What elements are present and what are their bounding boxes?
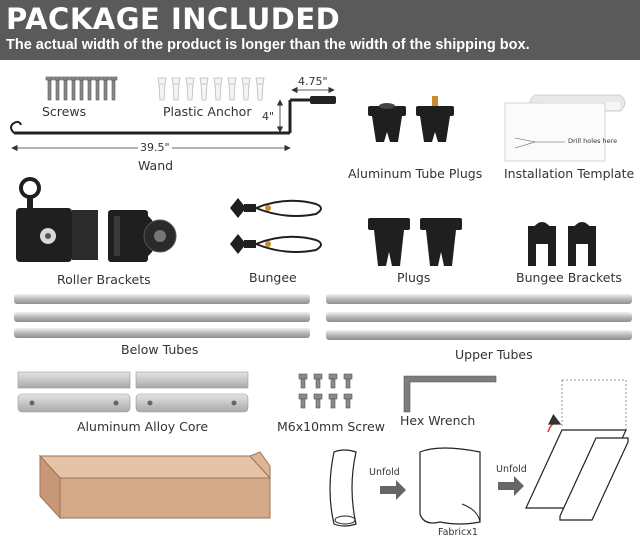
- fabric-roll-illustration: [329, 449, 357, 527]
- plastic-anchor-illustration: [157, 77, 265, 101]
- screws-label: Screws: [42, 104, 87, 119]
- upper-tubes-label: Upper Tubes: [455, 347, 533, 362]
- wand-label: Wand: [138, 158, 174, 173]
- wand-height-dimension: 4": [262, 110, 275, 123]
- bungee-label: Bungee: [249, 270, 297, 285]
- header-banner: PACKAGE INCLUDED The actual width of the…: [0, 0, 640, 60]
- installation-template-illustration: [504, 94, 626, 162]
- page-subtitle: The actual width of the product is longe…: [6, 37, 530, 53]
- hex-wrench-illustration: [403, 375, 497, 413]
- screws-illustration: [45, 76, 118, 101]
- plugs-label: Plugs: [397, 270, 431, 285]
- template-drill-note: Drill holes here: [568, 137, 618, 145]
- m6-screw-label: M6x10mm Screw: [277, 419, 385, 434]
- unfold-step-1-label: Unfold: [369, 467, 400, 478]
- wand-length-dimension: 39.5": [138, 141, 172, 154]
- roller-brackets-illustration: [16, 177, 177, 262]
- shipping-box-illustration: [38, 451, 272, 520]
- fabric-unfolded-illustration: [419, 447, 481, 525]
- fabric-label: Fabricx1: [438, 527, 478, 538]
- m6-screw-illustration: [298, 373, 353, 409]
- below-tubes-label: Below Tubes: [121, 342, 199, 357]
- installation-template-label: Installation Template: [504, 166, 635, 181]
- unfold-arrow-1: [380, 480, 406, 500]
- roller-brackets-label: Roller Brackets: [57, 272, 151, 287]
- unfold-arrow-2: [498, 476, 524, 496]
- page-title: PACKAGE INCLUDED: [6, 2, 341, 36]
- aluminum-tube-plugs-illustration: [368, 96, 454, 142]
- fabric-steps-illustration: [525, 379, 629, 521]
- plugs-illustration: [368, 218, 462, 266]
- aluminum-tube-plugs-label: Aluminum Tube Plugs: [348, 166, 483, 181]
- bungee-brackets-illustration: [528, 222, 596, 266]
- hex-wrench-label: Hex Wrench: [400, 413, 476, 428]
- below-tubes-illustration: [14, 294, 310, 338]
- wand-width-dimension: 4.75": [298, 75, 328, 88]
- upper-tubes-illustration: [326, 294, 632, 340]
- bungee-illustration: [230, 198, 322, 254]
- plastic-anchor-label: Plastic Anchor: [163, 104, 252, 119]
- wand-illustration: [10, 86, 336, 152]
- aluminum-alloy-core-illustration: [17, 371, 249, 413]
- bungee-brackets-label: Bungee Brackets: [516, 270, 622, 285]
- unfold-step-2-label: Unfold: [496, 464, 527, 475]
- aluminum-alloy-core-label: Aluminum Alloy Core: [77, 419, 209, 434]
